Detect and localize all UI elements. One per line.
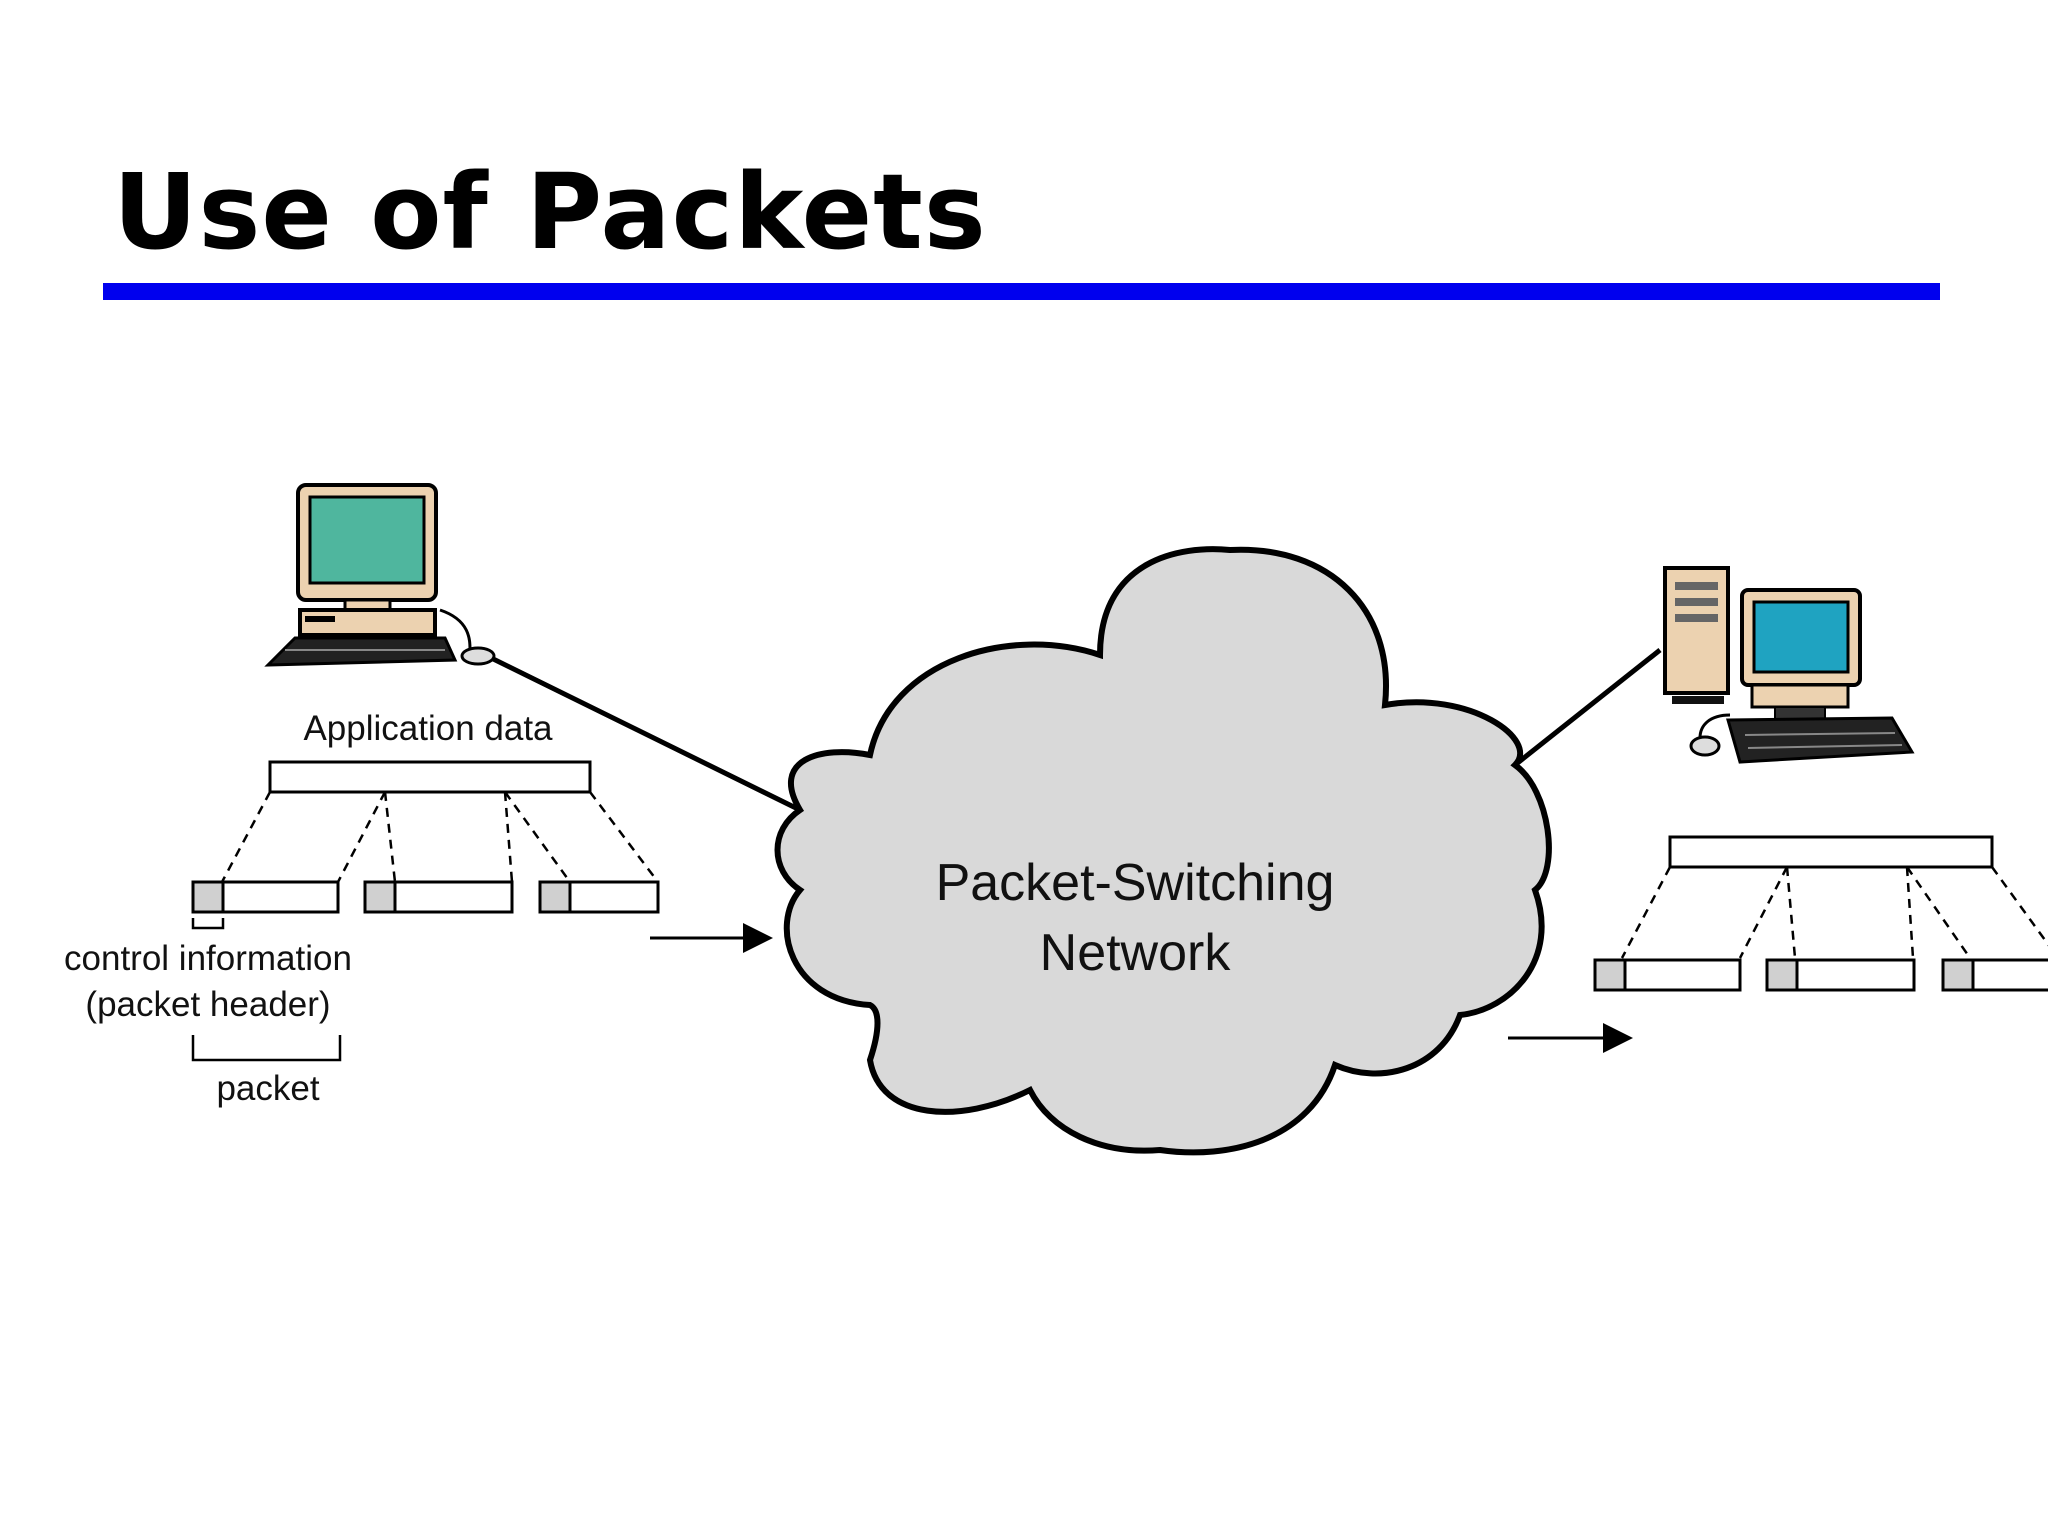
right-packets: [1593, 958, 2048, 992]
network-label-line2: Network: [1040, 924, 1232, 982]
reassembled-data-bar: [1668, 835, 1994, 869]
packet-header-label: (packet header): [85, 985, 330, 1024]
packet-bracket: [191, 1035, 342, 1062]
network-cloud: Packet-Switching Network: [774, 546, 1552, 1156]
right-connection-line: [1513, 648, 1662, 767]
control-information-label: control information: [64, 939, 352, 978]
packet: [1941, 958, 2048, 992]
right-split-lines: [1620, 866, 2048, 959]
left-split-lines: [220, 791, 659, 883]
packet: [538, 880, 660, 914]
application-data-label: Application data: [303, 709, 553, 748]
application-data-bar: [268, 760, 592, 794]
title-underline: [103, 283, 1940, 300]
slide-title: Use of Packets: [113, 151, 987, 273]
tower-computer-icon: [1663, 566, 1915, 764]
packet-label: packet: [216, 1069, 319, 1108]
desktop-computer-icon: [264, 483, 496, 667]
packet: [191, 880, 340, 914]
network-label-line1: Packet-Switching: [936, 854, 1335, 912]
packet: [1765, 958, 1916, 992]
header-bracket: [191, 918, 225, 930]
left-connection-line: [473, 647, 802, 813]
packet: [363, 880, 514, 914]
left-packets: [191, 880, 660, 914]
packet: [1593, 958, 1742, 992]
